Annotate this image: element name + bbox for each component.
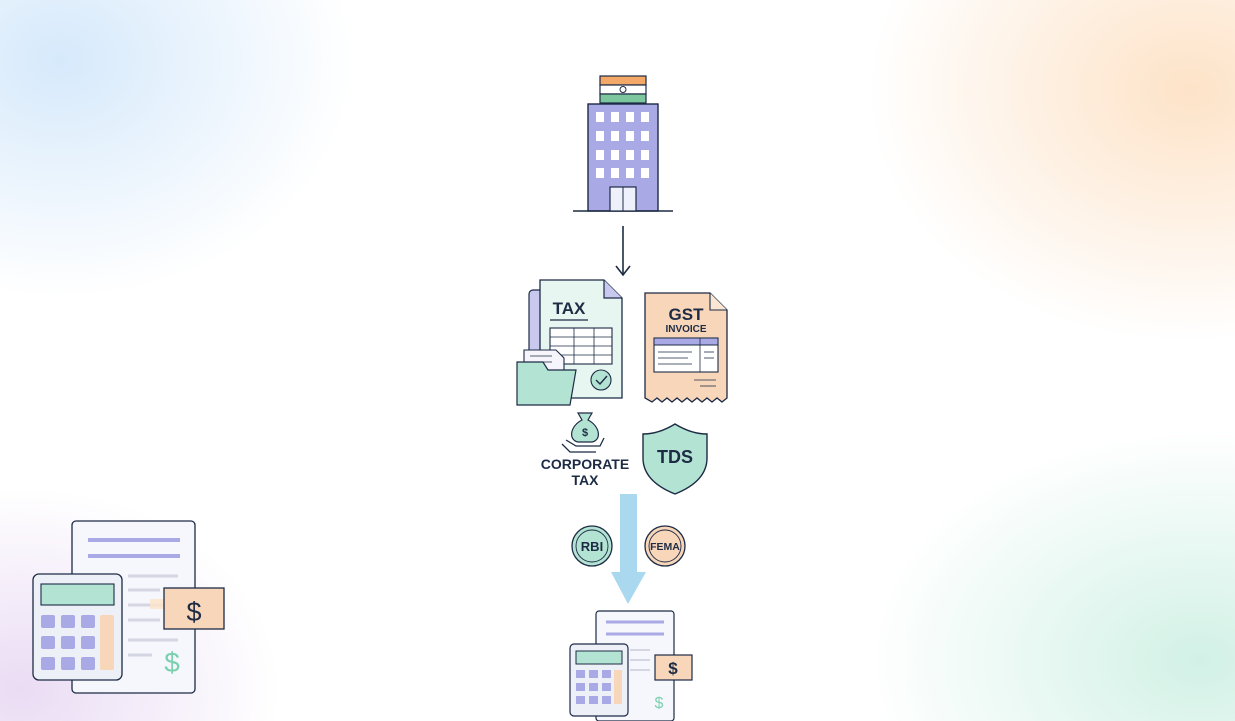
dollar-label-center: $ [668,659,678,678]
fema-badge [644,525,686,567]
tds-label: TDS [657,447,693,467]
dollar-label-left: $ [186,597,201,627]
corporate-building-icon [573,103,673,212]
flow-arrow-large [611,494,646,604]
folder-icon [516,349,577,406]
dollar-green-center: $ [655,695,664,712]
rbi-badge [571,525,613,567]
corporate-tax-label-line2: TAX [572,472,600,488]
india-flag-icon [599,75,647,104]
money-bag-hand-icon [561,412,605,453]
flow-arrow-small [615,226,631,277]
gst-title: GST [669,305,705,324]
dollar-green-left: $ [164,647,180,678]
rbi-label: RBI [581,539,603,554]
shield-icon [642,423,708,495]
money-bag-symbol: $ [582,427,588,439]
fema-label: FEMA [650,541,680,553]
calculator-document-icon-center [569,610,693,721]
corporate-tax-label-line1: CORPORATE [541,456,629,472]
calculator-document-icon-left [32,520,225,694]
gst-subtitle: INVOICE [665,324,706,335]
tax-document-title: TAX [553,299,586,318]
gst-invoice-icon [644,292,728,403]
